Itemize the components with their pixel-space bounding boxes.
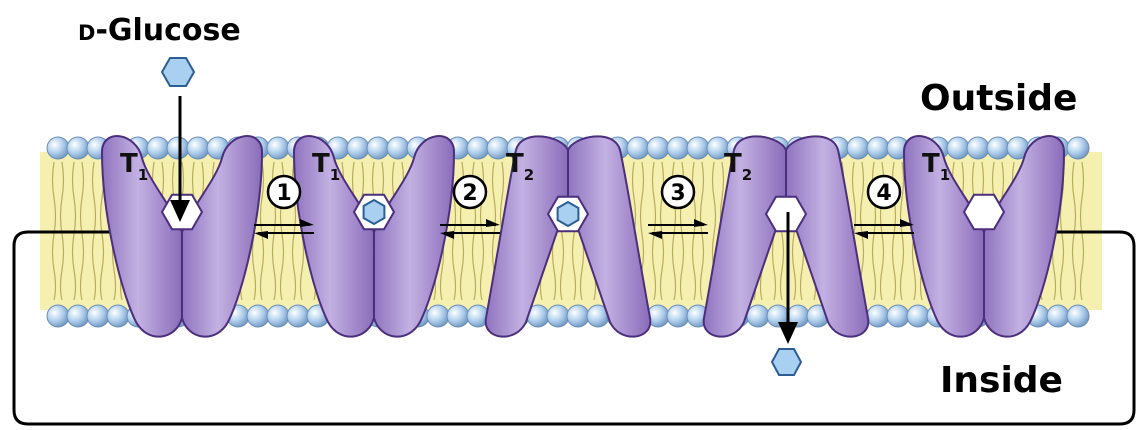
lipid-head [267, 305, 289, 327]
lipid-head [187, 137, 209, 159]
lipid-head [447, 305, 469, 327]
lipid-head [1047, 305, 1069, 327]
binding-site [964, 195, 1004, 230]
lipid-head [167, 137, 189, 159]
lipid-head [907, 305, 929, 327]
lipid-head [467, 137, 489, 159]
lipid-head [287, 305, 309, 327]
glucose-hexagon-icon [162, 58, 194, 86]
exit-arrow-head [778, 322, 798, 344]
binding-site [766, 197, 806, 232]
glucose-label: D-Glucose [78, 13, 241, 48]
lipid-head [147, 137, 169, 159]
lipid-head [967, 137, 989, 159]
lipid-head [847, 137, 869, 159]
lipid-head [947, 137, 969, 159]
outside-label: Outside [920, 78, 1077, 119]
step-number: 3 [670, 181, 685, 206]
lipid-head [627, 137, 649, 159]
lipid-head [67, 137, 89, 159]
lipid-head [47, 137, 69, 159]
lipid-head [567, 305, 589, 327]
lipid-head [687, 137, 709, 159]
step-number: 4 [876, 181, 891, 206]
lipid-head [867, 305, 889, 327]
bound-glucose-hexagon-icon [558, 202, 579, 226]
glucose-hexagon-icon [772, 349, 801, 375]
lipid-head [647, 137, 669, 159]
lipid-head [667, 137, 689, 159]
lipid-head [867, 137, 889, 159]
lipid-head [387, 137, 409, 159]
lipid-head [1067, 305, 1089, 327]
lipid-head [747, 305, 769, 327]
lipid-head [107, 305, 129, 327]
lipid-head [367, 137, 389, 159]
bound-glucose-hexagon-icon [364, 200, 385, 224]
lipid-head [267, 137, 289, 159]
lipid-head [87, 305, 109, 327]
lipid-head [1067, 137, 1089, 159]
lipid-head [547, 305, 569, 327]
lipid-head [47, 305, 69, 327]
lipid-head [67, 305, 89, 327]
step-number: 2 [462, 181, 477, 206]
lipid-head [887, 305, 909, 327]
inside-label: Inside [940, 360, 1063, 401]
lipid-head [247, 305, 269, 327]
lipid-head [347, 137, 369, 159]
step-number: 1 [276, 181, 291, 206]
lipid-head [667, 305, 689, 327]
lipid-head [427, 305, 449, 327]
lipid-head [987, 137, 1009, 159]
